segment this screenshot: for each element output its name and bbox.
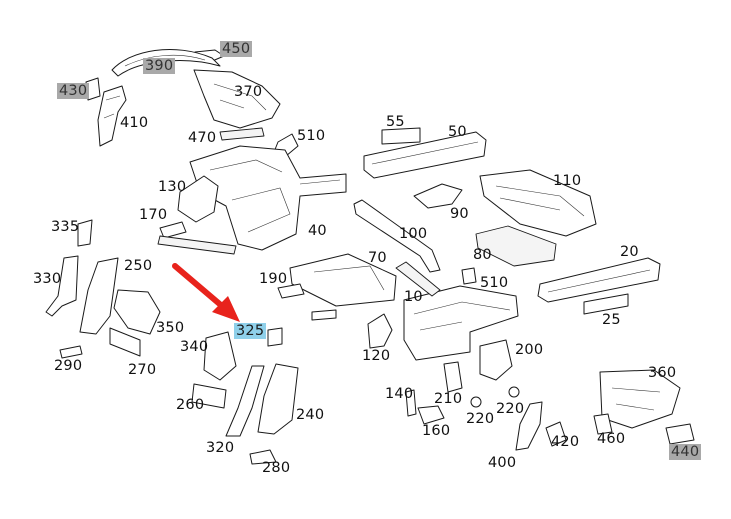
label-470: 470: [188, 130, 217, 146]
label-20: 20: [620, 244, 639, 260]
label-350: 350: [156, 320, 185, 336]
label-440: 440: [669, 444, 702, 460]
label-200: 200: [515, 342, 544, 358]
label-335: 335: [51, 219, 80, 235]
part-320: [225, 365, 265, 437]
label-160: 160: [422, 423, 451, 439]
part-55: [381, 127, 421, 145]
label-10: 10: [404, 289, 423, 305]
part-50: [363, 131, 487, 179]
label-110: 110: [553, 173, 582, 189]
label-190: 190: [259, 271, 288, 287]
part-90: [413, 183, 463, 209]
label-510-upper: 510: [297, 128, 326, 144]
part-170: [157, 221, 237, 255]
part-470: [219, 127, 265, 141]
part-140: [405, 389, 417, 417]
label-370: 370: [234, 84, 263, 100]
highlight-arrow: [172, 263, 240, 322]
label-270: 270: [128, 362, 157, 378]
part-330: [45, 255, 79, 317]
part-80: [475, 225, 557, 267]
label-290: 290: [54, 358, 83, 374]
part-335: [77, 219, 93, 247]
part-460: [593, 413, 613, 435]
part-325: [267, 327, 283, 347]
part-25: [583, 293, 629, 315]
label-360: 360: [648, 365, 677, 381]
label-320: 320: [206, 440, 235, 456]
label-100: 100: [399, 226, 428, 242]
part-190: [277, 283, 337, 321]
label-25: 25: [602, 312, 621, 328]
part-40-rear-frame: [189, 145, 347, 251]
label-260: 260: [176, 397, 205, 413]
label-55: 55: [386, 114, 405, 130]
part-120: [367, 313, 393, 349]
part-290: [59, 345, 83, 359]
label-280: 280: [262, 460, 291, 476]
part-10: [395, 261, 519, 361]
part-420: [545, 421, 567, 447]
part-100: [353, 199, 441, 273]
label-400: 400: [488, 455, 517, 471]
part-390: [111, 48, 221, 77]
part-260: [191, 383, 227, 409]
part-400: [515, 401, 543, 451]
part-340: [203, 331, 237, 381]
label-330: 330: [33, 271, 62, 287]
label-170: 170: [139, 207, 168, 223]
label-140: 140: [385, 386, 414, 402]
label-460: 460: [597, 431, 626, 447]
label-40: 40: [308, 223, 327, 239]
label-210: 210: [434, 391, 463, 407]
label-70: 70: [368, 250, 387, 266]
label-120: 120: [362, 348, 391, 364]
label-420: 420: [551, 434, 580, 450]
part-210: [443, 361, 463, 393]
label-430: 430: [57, 83, 90, 99]
part-220-b: [508, 386, 520, 398]
part-270: [109, 327, 141, 357]
label-250: 250: [124, 258, 153, 274]
label-510-lower: 510: [480, 275, 509, 291]
part-350: [113, 289, 161, 335]
part-70: [289, 253, 397, 307]
label-325: 325: [234, 323, 267, 339]
label-80: 80: [473, 247, 492, 263]
label-450: 450: [220, 41, 253, 57]
label-240: 240: [296, 407, 325, 423]
label-220-a: 220: [466, 411, 495, 427]
label-410: 410: [120, 115, 149, 131]
label-340: 340: [180, 339, 209, 355]
part-20: [537, 257, 661, 303]
label-390: 390: [143, 58, 176, 74]
part-510-lower: [461, 267, 477, 285]
part-370: [193, 69, 281, 129]
part-160: [417, 405, 445, 425]
label-220-b: 220: [496, 401, 525, 417]
part-280: [249, 449, 277, 465]
part-130: [177, 175, 219, 223]
part-110: [479, 169, 597, 237]
label-50: 50: [448, 124, 467, 140]
part-200: [479, 339, 513, 381]
part-220-a: [470, 396, 482, 408]
part-410: [97, 85, 127, 147]
part-440: [665, 423, 695, 445]
part-250: [79, 257, 119, 335]
label-130: 130: [158, 179, 187, 195]
part-240: [257, 363, 299, 435]
label-90: 90: [450, 206, 469, 222]
